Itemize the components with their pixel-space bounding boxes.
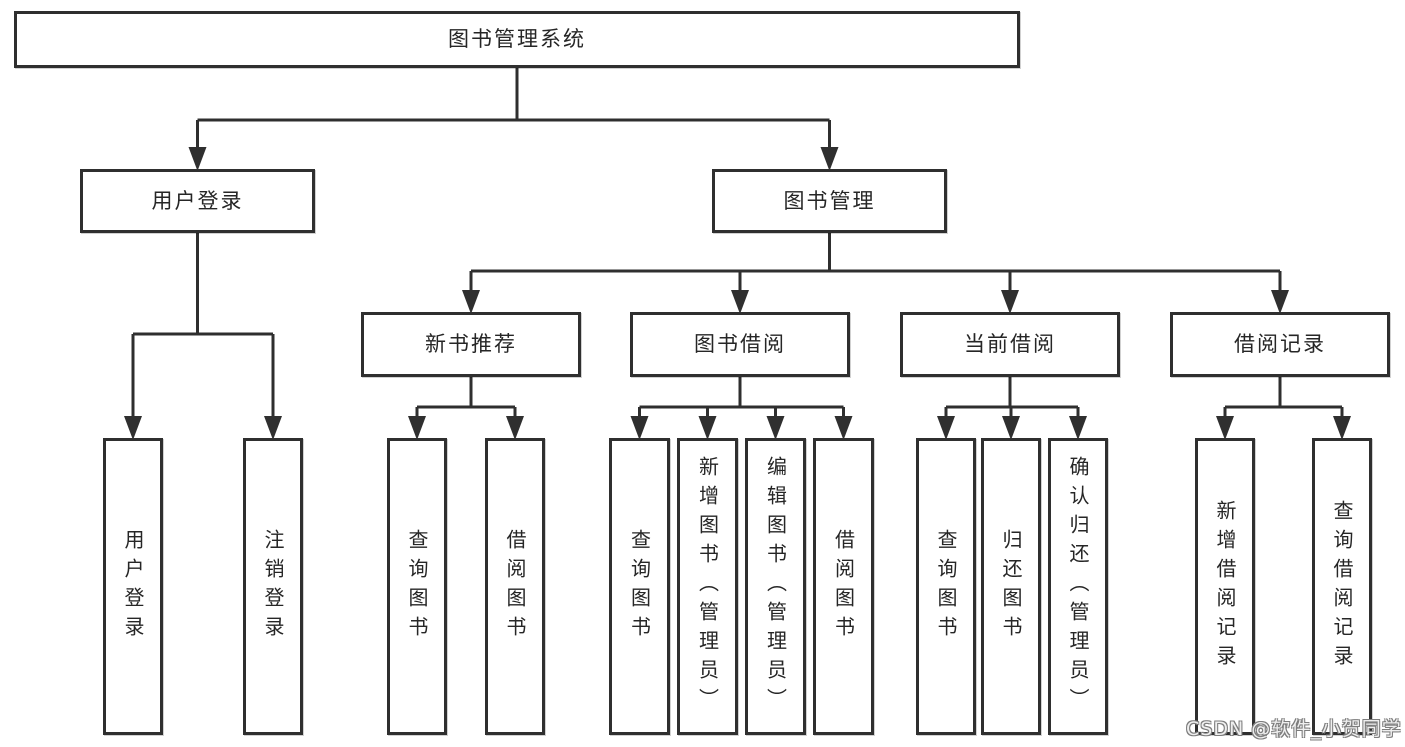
node-book-borrow-box: 图书借阅: [630, 312, 850, 377]
node-bb-add-box: 新增图书（管理员）: [677, 438, 738, 735]
arrowhead-down-icon: [630, 416, 649, 440]
arrowhead-down-icon: [1002, 416, 1020, 440]
node-login-box: 用户登录: [103, 438, 163, 735]
arrowhead-down-icon: [462, 290, 480, 314]
node-label: 归还图书: [999, 528, 1023, 645]
arrowhead-down-icon: [264, 416, 282, 440]
node-label: 图书管理系统: [448, 27, 586, 51]
node-label: 新书推荐: [425, 332, 517, 356]
node-label: 当前借阅: [964, 332, 1056, 356]
arrowhead-down-icon: [1216, 416, 1234, 440]
node-nb-borrow-box: 借阅图书: [485, 438, 545, 735]
node-label: 新增借阅记录: [1213, 499, 1237, 674]
node-logout-box: 注销登录: [243, 438, 303, 735]
arrowhead-down-icon: [766, 416, 785, 440]
arrowhead-down-icon: [188, 147, 207, 171]
node-cb-confirm-box: 确认归还（管理员）: [1048, 438, 1108, 735]
node-label: 借阅图书: [831, 528, 856, 645]
arrowhead-down-icon: [834, 416, 853, 440]
arrowhead-down-icon: [408, 416, 426, 440]
arrowhead-down-icon: [937, 416, 955, 440]
node-label: 图书借阅: [694, 332, 786, 356]
arrowhead-down-icon: [820, 147, 839, 171]
node-book-mgmt-box: 图书管理: [712, 169, 947, 233]
node-label: 用户登录: [121, 528, 145, 645]
node-label: 查询借阅记录: [1330, 499, 1354, 674]
arrowhead-down-icon: [506, 416, 524, 440]
node-new-books-box: 新书推荐: [361, 312, 581, 377]
node-bb-borrow-box: 借阅图书: [813, 438, 874, 735]
node-br-query-box: 查询借阅记录: [1312, 438, 1372, 735]
node-nb-query-box: 查询图书: [387, 438, 447, 735]
arrowhead-down-icon: [1069, 416, 1087, 440]
node-label: 确认归还（管理员）: [1066, 456, 1090, 717]
arrowhead-down-icon: [124, 416, 142, 440]
node-label: 借阅记录: [1234, 332, 1326, 356]
node-label: 注销登录: [261, 528, 285, 645]
node-borrow-records-box: 借阅记录: [1170, 312, 1390, 377]
arrowhead-down-icon: [1001, 290, 1019, 314]
node-bb-edit-box: 编辑图书（管理员）: [745, 438, 806, 735]
node-label: 查询图书: [405, 528, 429, 645]
arrowhead-down-icon: [1333, 416, 1351, 440]
node-current-borrow-box: 当前借阅: [900, 312, 1120, 377]
node-label: 查询图书: [934, 528, 958, 645]
node-user-login-box: 用户登录: [80, 169, 315, 233]
node-label: 用户登录: [151, 188, 244, 213]
node-label: 编辑图书（管理员）: [763, 456, 788, 717]
node-root-box: 图书管理系统: [14, 11, 1020, 68]
node-label: 新增图书（管理员）: [695, 456, 720, 717]
node-br-add-box: 新增借阅记录: [1195, 438, 1255, 735]
arrowhead-down-icon: [698, 416, 717, 440]
watermark-text: CSDN @软件_小贺同学: [1186, 718, 1402, 740]
node-label: 借阅图书: [503, 528, 527, 645]
node-cb-return-box: 归还图书: [981, 438, 1041, 735]
node-label: 图书管理: [783, 188, 876, 213]
arrowhead-down-icon: [1271, 290, 1289, 314]
node-cb-query-box: 查询图书: [916, 438, 976, 735]
node-label: 查询图书: [627, 528, 652, 645]
node-bb-query-box: 查询图书: [609, 438, 670, 735]
arrowhead-down-icon: [731, 290, 749, 314]
